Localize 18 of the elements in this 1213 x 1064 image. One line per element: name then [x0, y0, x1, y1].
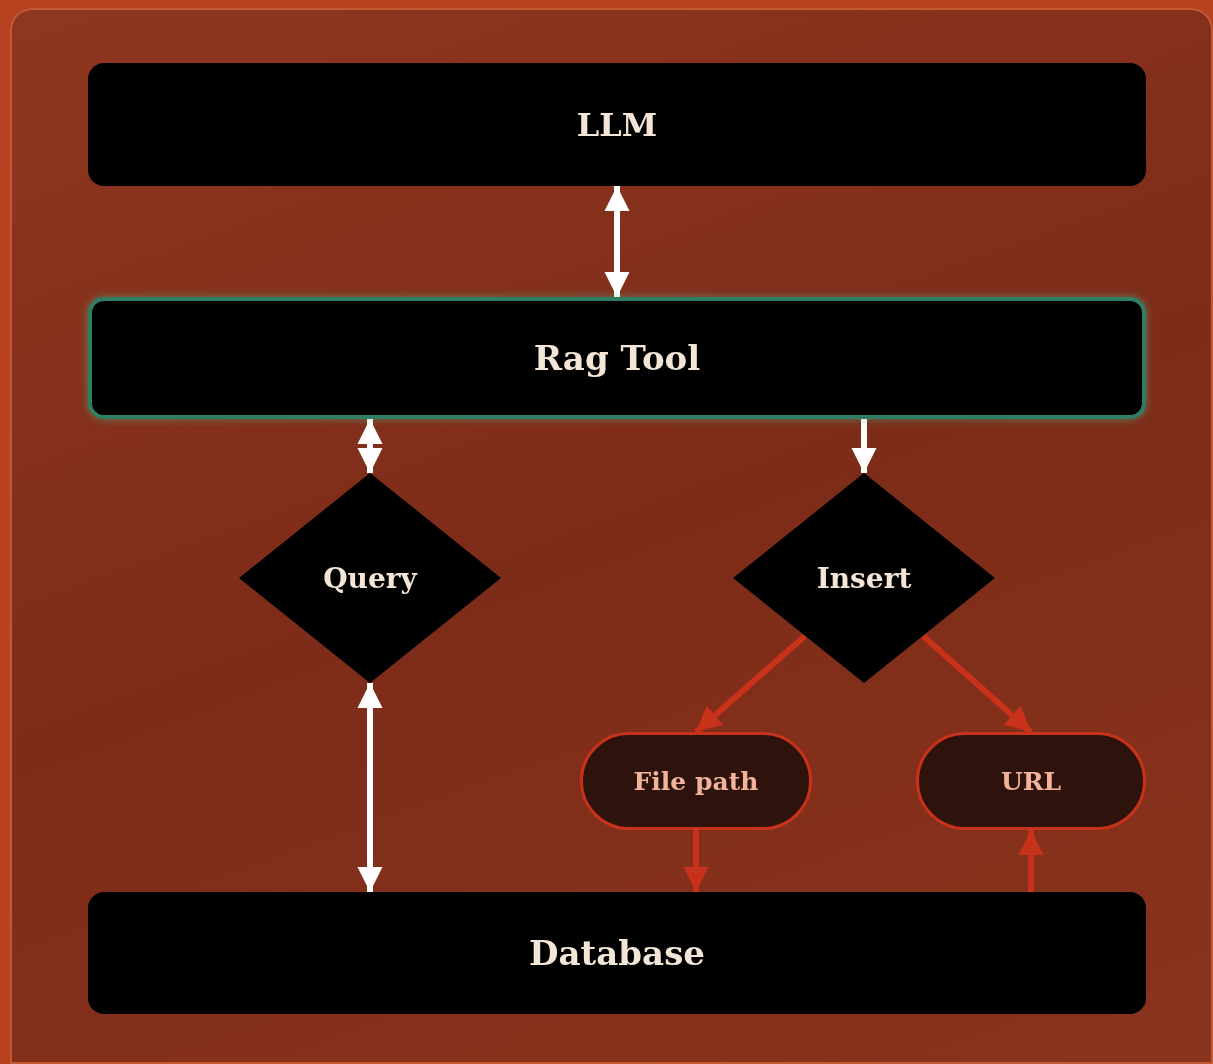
decision-label: Query [323, 561, 417, 595]
node-label: File path [633, 766, 759, 796]
node-label: LLM [576, 105, 658, 144]
node-label: Rag Tool [533, 338, 701, 378]
arrow [1018, 830, 1044, 892]
arrow [357, 419, 383, 473]
arrow [683, 830, 709, 892]
arrow [851, 419, 877, 473]
decision-diamond [733, 473, 995, 683]
node-label: URL [1000, 766, 1062, 796]
decision-label: Insert [816, 561, 912, 595]
process-box [88, 297, 1146, 419]
decision-diamond [239, 473, 501, 683]
node-label: Database [529, 933, 705, 973]
process-box [88, 892, 1146, 1014]
arrow [604, 186, 630, 297]
arrow [357, 683, 383, 892]
process-box [88, 63, 1146, 186]
